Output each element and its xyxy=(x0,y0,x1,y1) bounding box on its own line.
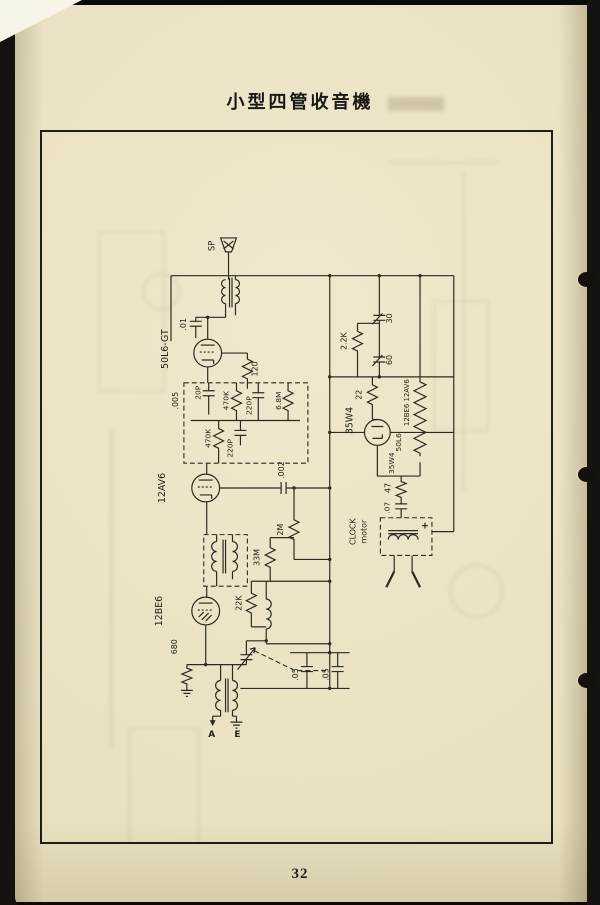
plate-capacitor xyxy=(189,316,208,339)
converter-tube-label: 12BE6 xyxy=(154,596,165,626)
detector-tube xyxy=(191,463,221,535)
scan-edge-left xyxy=(0,0,15,905)
paper-background xyxy=(15,5,587,902)
page-number: 32 xyxy=(291,866,309,882)
c20p-label: 20P xyxy=(194,385,203,399)
speaker-label: SP xyxy=(207,241,217,251)
line-capacitors xyxy=(300,652,344,689)
bias-resistor-label: 120 xyxy=(250,361,259,376)
r47-label: 47 xyxy=(383,483,392,493)
filter-cap-b-label: 60 xyxy=(385,355,394,365)
heater-chain-resistor xyxy=(401,275,428,477)
schematic-wires xyxy=(170,275,455,690)
filter-cap-a-label: 30 xyxy=(385,313,394,323)
clock-motor-box xyxy=(379,517,433,557)
line-cap-a-label: .05 xyxy=(291,668,300,681)
motor-cap-label: .07 xyxy=(382,502,391,514)
heater-label-1: 12BE6 12AV6 xyxy=(403,379,411,426)
bleedthrough-ghosts xyxy=(98,161,504,842)
binding-hole-icon xyxy=(578,467,595,482)
osc-coil xyxy=(265,581,272,644)
r33m-label: 33M xyxy=(252,549,261,566)
binding-hole-icon xyxy=(578,272,595,287)
r33m-resistor xyxy=(263,537,277,582)
detector-tube-label: 12AV6 xyxy=(157,473,168,503)
speaker-icon xyxy=(219,237,238,280)
filter-resistor-label: 2.2K xyxy=(340,331,349,350)
r680-resistor xyxy=(180,664,194,697)
heater-label-2: 50L6 xyxy=(394,433,403,452)
scan-edge-right xyxy=(587,0,600,905)
grid-resistor-bot-label: 470K xyxy=(204,428,213,448)
coupling-cap-label: .005 xyxy=(171,392,180,410)
schematic-frame: SP 50L6-GT .01 xyxy=(40,130,553,844)
tuning-capacitor xyxy=(237,640,328,672)
bias-resistor xyxy=(221,352,254,389)
rectifier-tube-label: 35W4 xyxy=(345,407,356,434)
tone-network-box xyxy=(183,382,309,464)
output-transformer xyxy=(221,275,241,316)
binding-hole-icon xyxy=(578,673,595,688)
grid-resistor-top-label: 470K xyxy=(222,390,231,410)
if-transformer xyxy=(203,534,248,587)
schematic-svg: SP 50L6-GT .01 xyxy=(98,161,504,842)
detector-cap-label: .002 xyxy=(277,461,286,479)
detector-capacitor xyxy=(219,482,330,494)
osc-resistor-label: 22K xyxy=(234,595,243,611)
r2m-label: 2M xyxy=(276,524,285,536)
tone-cap-top-label: 220P xyxy=(244,396,253,415)
surge-resistor-label: 22 xyxy=(354,390,363,400)
output-tube xyxy=(193,309,227,383)
r47-resistor xyxy=(394,476,408,518)
earth-terminal-label: E xyxy=(234,730,240,740)
line-cap-b-label: .05 xyxy=(322,668,331,681)
r680-label: 680 xyxy=(170,639,179,654)
clock-label-1: CLOCK xyxy=(349,518,358,545)
r2m-resistor xyxy=(287,487,301,560)
plate-capacitor-label: .01 xyxy=(179,318,188,331)
antenna-transformer xyxy=(209,664,243,729)
page-title: 小型四管收音機 xyxy=(226,92,374,112)
junction-dots xyxy=(204,273,422,691)
output-tube-label: 50L6-GT xyxy=(160,329,171,369)
osc-resistor xyxy=(245,581,267,628)
converter-tube xyxy=(191,586,221,665)
tone-cap-bot-label: 220P xyxy=(226,438,235,457)
r68m-label: 6.8M xyxy=(274,392,283,410)
surge-resistor xyxy=(366,376,379,421)
power-plug-icon xyxy=(385,555,422,588)
bleedthrough-title-ghost xyxy=(388,97,444,111)
antenna-terminal-label: A xyxy=(208,730,215,740)
rectifier-tube xyxy=(363,418,402,477)
heater-label-3: 35W4 xyxy=(387,452,396,474)
clock-label-2: motor xyxy=(359,519,368,544)
filter-capacitors xyxy=(351,275,386,377)
